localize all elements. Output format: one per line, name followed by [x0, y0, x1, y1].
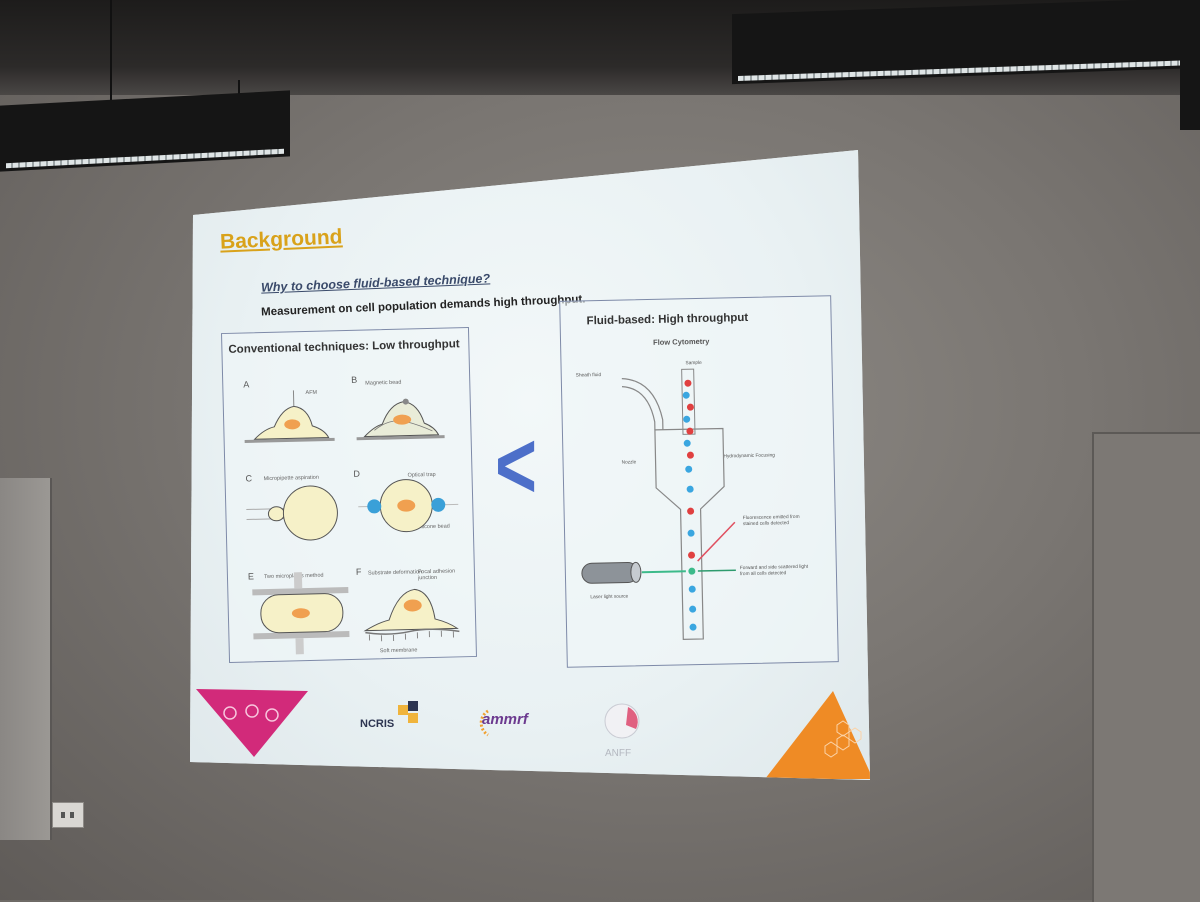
panel-f-cell	[364, 588, 459, 641]
panel-b-cell	[356, 398, 445, 439]
projected-slide: Background Why to choose fluid-based tec…	[190, 150, 870, 780]
pink-triangle-logo	[190, 685, 320, 780]
ncris-logo: NCRIS	[360, 718, 394, 730]
anff-logo: ANFF	[605, 748, 631, 759]
panel-e-cell	[252, 571, 350, 655]
ncris-cube-icon	[396, 699, 426, 729]
ammrf-logo: ammrf	[482, 711, 528, 728]
conventional-techniques-box: Conventional techniques: Low throughput …	[221, 327, 477, 663]
fluid-based-box: Fluid-based: High throughput Flow Cytome…	[559, 295, 839, 668]
anff-globe-icon	[602, 697, 642, 747]
logo-strip: NCRIS ammrf ANFF	[190, 685, 870, 780]
less-than-symbol: <	[495, 418, 537, 514]
flow-cytometry-diagram	[560, 296, 838, 667]
panel-c-cell	[246, 485, 338, 541]
cell-stream	[682, 380, 698, 631]
conventional-techniques-illustration	[222, 328, 476, 662]
orange-triangle-logo	[755, 685, 870, 780]
panel-d-cell	[358, 478, 459, 532]
panel-a-cell	[243, 389, 334, 441]
